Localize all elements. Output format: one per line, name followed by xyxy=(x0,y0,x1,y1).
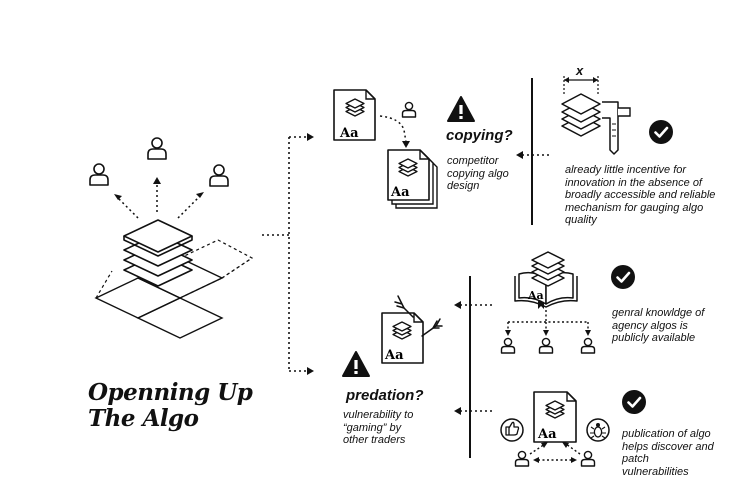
predation-heading: predation? xyxy=(346,387,424,404)
knowledge-note: genral knowldge of agency algos is publi… xyxy=(612,307,705,344)
public-user-icon xyxy=(580,337,596,354)
user-icon xyxy=(209,164,229,187)
original-algo-document-icon xyxy=(333,89,376,141)
warning-triangle-icon xyxy=(447,96,475,122)
check-circle-icon xyxy=(620,388,648,416)
measure-label: x xyxy=(576,63,584,78)
doc-label: Aa xyxy=(384,348,404,363)
share-arrows xyxy=(117,182,201,219)
distribution-lines xyxy=(507,310,589,332)
publication-note: publication of algo helps discover and p… xyxy=(622,428,714,478)
branch-connector xyxy=(262,136,308,372)
copying-note: competitor copying algo design xyxy=(447,155,509,192)
dart-icon xyxy=(394,295,443,337)
measured-layer-stack-icon xyxy=(561,93,601,137)
thumbs-up-icon xyxy=(500,418,524,442)
open-book-icon xyxy=(514,251,578,309)
bug-icon xyxy=(586,418,610,442)
copying-heading: copying? xyxy=(446,127,513,144)
copied-algo-document-icon xyxy=(387,149,438,209)
user-icon xyxy=(147,137,167,160)
reviewer-user-icon xyxy=(580,450,596,467)
reviewer-user-icon xyxy=(514,450,530,467)
check-circle-icon xyxy=(647,118,675,146)
competitor-user-icon xyxy=(401,101,417,118)
doc-label: Aa xyxy=(537,427,557,442)
doc-label: Aa xyxy=(527,289,544,302)
check-circle-icon xyxy=(609,263,637,291)
main-layer-stack-icon xyxy=(94,219,254,339)
page-title: Openning Up The Algo xyxy=(88,379,253,432)
public-user-icon xyxy=(500,337,516,354)
published-algo-document-icon xyxy=(533,391,577,443)
caliper-icon xyxy=(563,76,631,155)
incentive-note: already little incentive for innovation … xyxy=(565,164,716,226)
warning-triangle-icon xyxy=(342,351,370,377)
user-icon xyxy=(89,163,109,186)
predation-note: vulnerability to “gaming” by other trade… xyxy=(343,409,414,446)
doc-label: Aa xyxy=(390,185,410,200)
doc-label: Aa xyxy=(339,126,359,141)
public-user-icon xyxy=(538,337,554,354)
